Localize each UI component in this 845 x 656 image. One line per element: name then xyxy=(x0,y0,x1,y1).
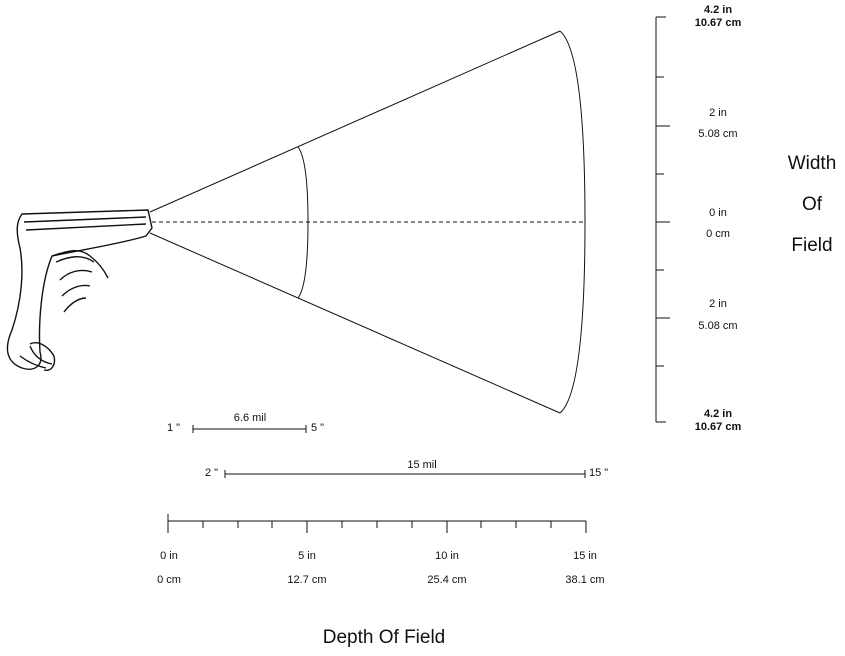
width-title-line1: Width xyxy=(787,153,837,174)
depth-of-field-title: Depth Of Field xyxy=(322,627,446,648)
depth-label-1-in: 5 in xyxy=(298,550,316,562)
barcode-scanner-icon xyxy=(6,209,153,371)
width-label-upper-in: 2 in xyxy=(709,107,727,119)
width-label-lower-in: 2 in xyxy=(709,298,727,310)
width-label-top-cm: 10.67 cm xyxy=(694,17,742,29)
width-title-line3: Field xyxy=(791,235,833,256)
width-label-lower-cm: 5.08 cm xyxy=(698,320,738,332)
width-label-bottom-cm: 10.67 cm xyxy=(694,421,742,433)
depth-label-0-in: 0 in xyxy=(160,550,178,562)
depth-label-2-in: 10 in xyxy=(435,550,459,562)
beam-far-arc xyxy=(559,30,586,414)
beam-lower-edge xyxy=(149,232,561,414)
range-2-label: 15 mil xyxy=(407,459,437,471)
depth-label-2-cm: 25.4 cm xyxy=(427,574,467,586)
width-label-bottom-in: 4.2 in xyxy=(703,408,733,420)
range-2-start: 2 " xyxy=(205,467,219,479)
range-15-mil xyxy=(224,470,586,478)
range-1-label: 6.6 mil xyxy=(233,412,267,424)
width-axis xyxy=(655,16,670,423)
depth-label-0-cm: 0 cm xyxy=(157,574,181,586)
range-1-end: 5 " xyxy=(311,422,325,434)
range-6-6-mil xyxy=(192,425,307,433)
width-label-upper-cm: 5.08 cm xyxy=(698,128,738,140)
width-title-line2: Of xyxy=(801,194,823,215)
width-label-top-in: 4.2 in xyxy=(703,4,733,16)
depth-label-3-in: 15 in xyxy=(573,550,597,562)
range-2-end: 15 " xyxy=(589,467,609,479)
scan-beam xyxy=(149,30,586,414)
beam-upper-edge xyxy=(149,30,561,213)
range-1-start: 1 " xyxy=(167,422,181,434)
depth-label-3-cm: 38.1 cm xyxy=(565,574,605,586)
depth-axis xyxy=(167,514,587,533)
width-label-center-cm: 0 cm xyxy=(706,228,730,240)
depth-label-1-cm: 12.7 cm xyxy=(287,574,327,586)
width-label-center-in: 0 in xyxy=(709,207,727,219)
